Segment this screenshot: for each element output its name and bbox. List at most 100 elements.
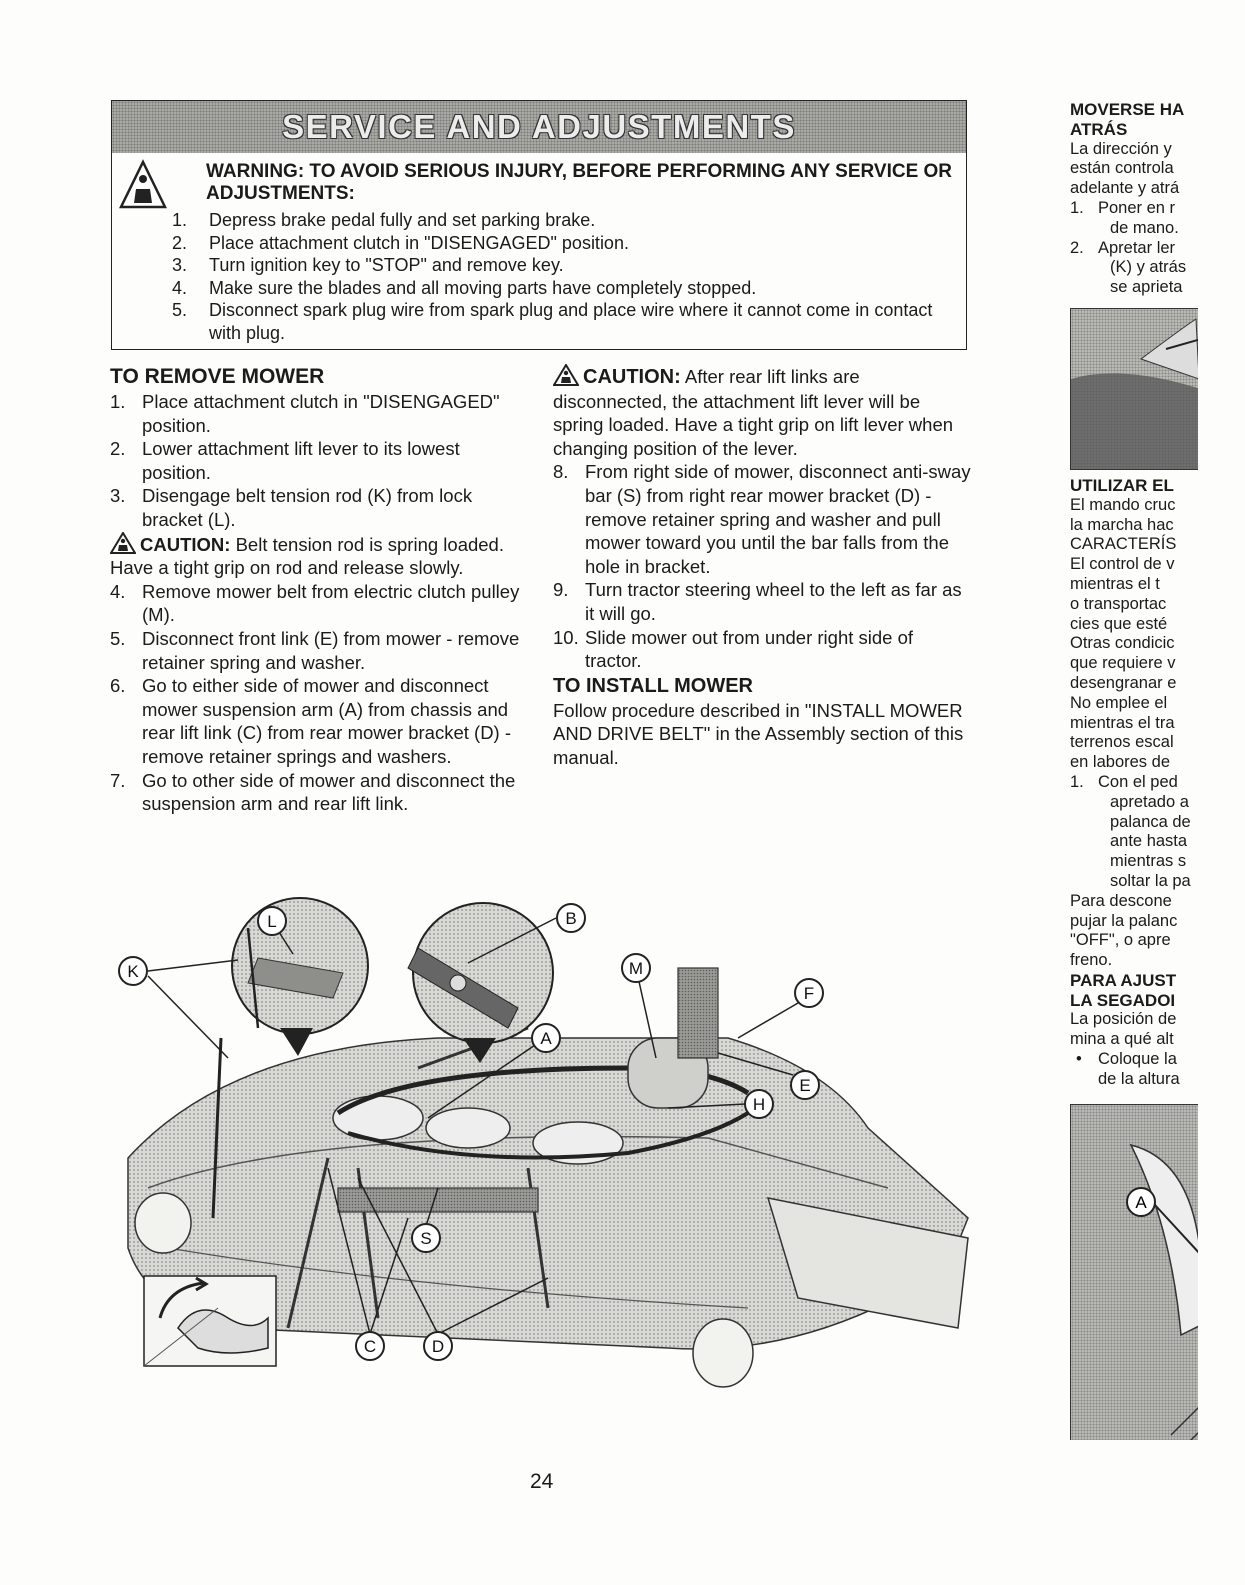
step-number: 6.: [110, 675, 126, 697]
front-wheel: [134, 1192, 192, 1254]
instruction-step: 10.Slide mower out from under right side…: [553, 626, 971, 673]
rear-wheel: [692, 1318, 754, 1388]
bullet-mark: •: [1076, 1050, 1082, 1069]
callout-letter: M: [629, 959, 643, 978]
text-line: Para descone: [1070, 891, 1172, 910]
belt-tension-rod: [211, 1037, 223, 1219]
text-line: No emplee el: [1070, 693, 1168, 712]
step-number: 1.: [1070, 772, 1084, 791]
step-text: Go to other side of mower and disconnect…: [142, 769, 516, 815]
caution-label: CAUTION:: [140, 533, 231, 555]
step-text: mientras s: [1110, 852, 1187, 871]
text-line: LA SEGADOI: [1070, 990, 1176, 1010]
callout-h: H: [744, 1089, 774, 1119]
section-banner: SERVICE AND ADJUSTMENTS: [112, 101, 966, 153]
instruction-step: 3.Disengage belt tension rod (K) from lo…: [110, 484, 530, 531]
bullet-text: Coloque la: [1098, 1050, 1177, 1069]
callout-a: A: [531, 1023, 561, 1053]
text-line: mientras el tra: [1070, 713, 1175, 732]
remove-mower-column: TO REMOVE MOWER 1.Place attachment clutc…: [110, 364, 530, 816]
adjust-photo: A: [1070, 1103, 1198, 1440]
instruction-step: 6. Go to either side of mower and disconn…: [110, 674, 530, 768]
step-text: Con el ped: [1098, 772, 1178, 791]
warning-triangle-icon: [118, 159, 168, 209]
step-text: Turn ignition key to "STOP" and remove k…: [209, 255, 564, 275]
text-line: pujar la palanc: [1070, 911, 1178, 930]
lever-photo: [1070, 307, 1198, 470]
step-text: de mano.: [1110, 218, 1179, 237]
warning-steps: 1.Depress brake pedal fully and set park…: [172, 209, 949, 344]
text-line: desengranar e: [1070, 673, 1177, 692]
callout-s: S: [411, 1223, 441, 1253]
callout-l: L: [257, 906, 287, 936]
step-number: 1.: [110, 391, 126, 412]
instruction-step: 5.Disconnect front link (E) from mower -…: [110, 627, 530, 674]
continued-column: CAUTION: After rear lift links are disco…: [553, 364, 971, 770]
step-line: soltar la pa: [1070, 872, 1198, 892]
callout-d: D: [423, 1331, 453, 1361]
step-text: Turn tractor steering wheel to the left …: [585, 579, 962, 624]
step-line: 2.Apretar ler: [1070, 239, 1198, 259]
text-line: La posición de: [1070, 1010, 1177, 1029]
caution-icon: [110, 531, 136, 554]
step-text: (K) y atrás: [1110, 258, 1187, 277]
step-text: se aprieta: [1110, 278, 1183, 297]
step-text: Disconnect front link (E) from mower - r…: [142, 627, 520, 673]
text-line: o transportac: [1070, 594, 1167, 613]
instruction-step: 4.Remove mower belt from electric clutch…: [110, 580, 530, 627]
anti-sway-bar: [337, 1187, 539, 1213]
caution-icon: [553, 364, 579, 386]
spanish-heading-cruise: UTILIZAR EL: [1070, 475, 1174, 495]
step-number: 2.: [110, 438, 126, 460]
callout-k: K: [118, 956, 148, 986]
step-number: 4.: [110, 580, 126, 602]
text-line: que requiere v: [1070, 654, 1176, 673]
warning-step: 5.Disconnect spark plug wire from spark …: [172, 299, 949, 344]
step-text: Make sure the blades and all moving part…: [209, 277, 757, 298]
install-mower-text: Follow procedure described in "INSTALL M…: [553, 699, 964, 768]
caution-text: After rear lift links are disconnected, …: [553, 366, 954, 459]
callout-f: F: [794, 978, 824, 1008]
warning-heading: WARNING: TO AVOID SERIOUS INJURY, BEFORE…: [206, 161, 953, 204]
instruction-step: 8.From right side of mower, disconnect a…: [553, 460, 971, 578]
text-line: cies que esté: [1070, 614, 1168, 633]
step-line: de mano.: [1070, 219, 1198, 239]
warning-step: 2.Place attachment clutch in "DISENGAGED…: [172, 232, 949, 255]
install-mower-title: TO INSTALL MOWER: [553, 674, 753, 697]
callout-letter: D: [432, 1337, 444, 1356]
step-text: soltar la pa: [1110, 871, 1191, 890]
callout-letter: E: [799, 1076, 810, 1095]
step-line: palanca de: [1070, 813, 1198, 833]
step-number: 1.: [1070, 198, 1084, 217]
bullet-text: de la altura: [1098, 1069, 1180, 1088]
callout-letter: K: [127, 962, 139, 981]
callout-b: B: [556, 903, 586, 933]
text-line: mientras el t: [1070, 574, 1160, 593]
clutch-bracket: [677, 967, 719, 1059]
step-line: ante hasta: [1070, 832, 1198, 852]
remove-steps-a: 1. Place attachment clutch in "DISENGAGED…: [110, 390, 530, 532]
step-number: 9.: [553, 579, 569, 601]
remove-steps-b: 4.Remove mower belt from electric clutch…: [110, 580, 530, 816]
discharge-chute: [766, 1197, 969, 1329]
text-line: están controla: [1070, 159, 1174, 178]
step-text: Go to either side of mower and disconnec…: [142, 675, 512, 767]
step-text: From right side of mower, disconnect ant…: [585, 461, 971, 577]
lift-lever-caution: CAUTION: After rear lift links are disco…: [553, 364, 971, 460]
step-line: se aprieta: [1070, 278, 1198, 298]
step-text: palanca de: [1110, 812, 1191, 831]
step-number: 2.: [172, 232, 188, 253]
callout-m: M: [621, 953, 651, 983]
belt-tension-caution: CAUTION: Belt tension rod is spring load…: [110, 531, 530, 580]
step-text: Place attachment clutch in "DISENGAGED" …: [142, 391, 500, 436]
step-text: Slide mower out from under right side of…: [585, 626, 914, 672]
text-line: terrenos escal: [1070, 733, 1174, 752]
